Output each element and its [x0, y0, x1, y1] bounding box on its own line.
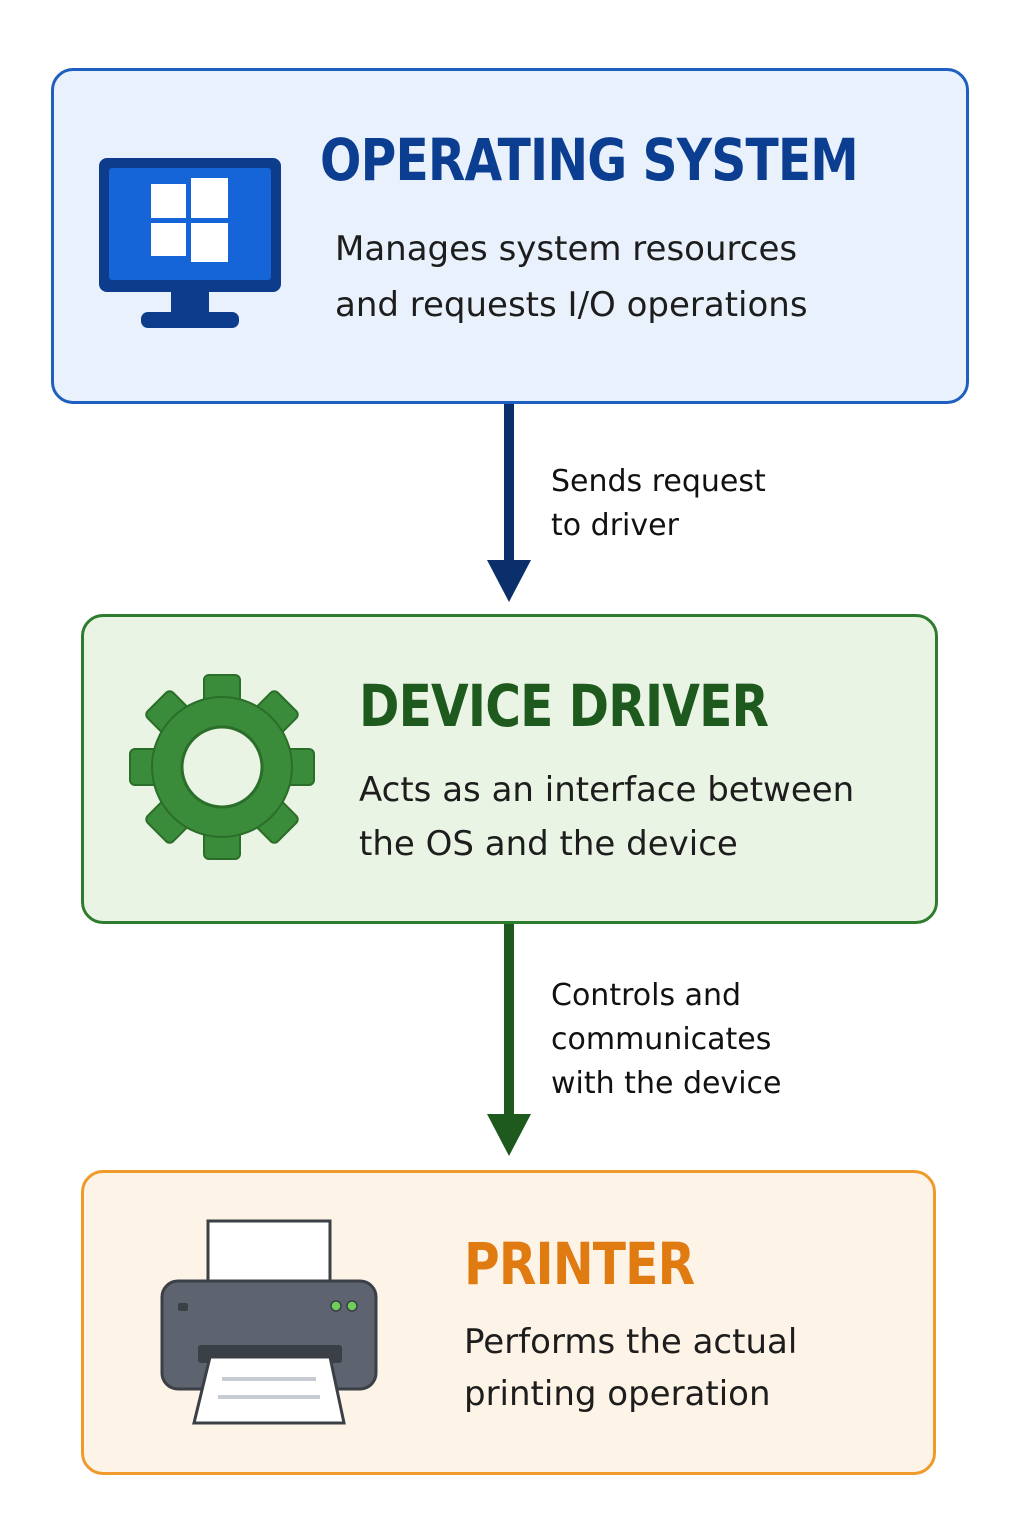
operating-system-box: OPERATING SYSTEM Manages system resource…: [51, 68, 969, 404]
printer-box: PRINTER Performs the actual printing ope…: [81, 1170, 936, 1475]
device-driver-title: DEVICE DRIVER: [359, 672, 769, 740]
edge-label-sends-request: Sends request to driver: [551, 464, 766, 543]
arrow-os-to-driver: [487, 404, 531, 602]
operating-system-title: OPERATING SYSTEM: [320, 126, 859, 194]
printer-description: Performs the actual printing operation: [464, 1322, 798, 1414]
printer-icon: [160, 1219, 378, 1425]
edge-label-controls-device: Controls and communicates with the devic…: [551, 978, 782, 1101]
monitor-windows-icon: [99, 158, 281, 328]
arrow-driver-to-printer: [487, 924, 531, 1156]
operating-system-description: Manages system resources and requests I/…: [335, 229, 808, 325]
device-driver-box: DEVICE DRIVER Acts as an interface betwe…: [81, 614, 938, 924]
printer-title: PRINTER: [464, 1230, 695, 1298]
gear-icon: [129, 674, 315, 860]
device-driver-description: Acts as an interface between the OS and …: [359, 770, 855, 864]
